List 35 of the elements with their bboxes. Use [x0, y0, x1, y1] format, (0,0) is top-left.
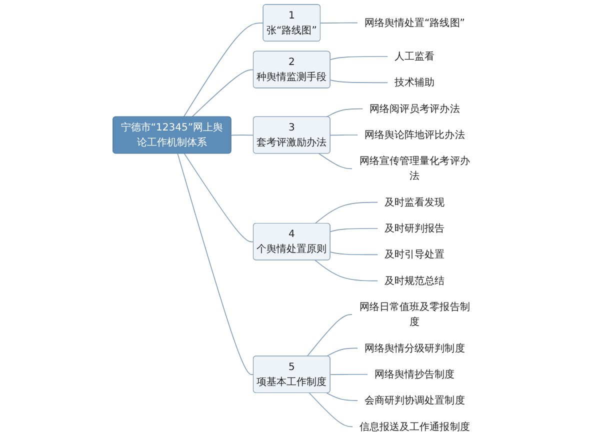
connector — [192, 69, 254, 118]
connector — [330, 80, 388, 84]
connector — [330, 252, 378, 256]
connector — [306, 314, 353, 357]
connector — [177, 153, 254, 376]
node-text: 技术辅助 — [394, 76, 435, 89]
connector — [326, 108, 364, 118]
connector — [184, 153, 254, 242]
connector — [330, 374, 368, 376]
node-text: 网络日常值班及零报告制度 — [360, 301, 470, 328]
connector — [308, 392, 354, 428]
node-text: 及时引导处置 — [384, 248, 445, 261]
connector — [330, 228, 378, 232]
node-text: 及时研判报告 — [384, 222, 445, 234]
node-text: 信息报送及工作通报制度 — [360, 420, 470, 433]
node-text: 网络宣传管理量化考评办法 — [360, 155, 470, 182]
node-text: 网络舆情处置“路线图” — [364, 16, 465, 29]
node-text: 网络舆情抄告制度 — [374, 368, 455, 380]
connector — [314, 260, 378, 282]
connector — [320, 22, 358, 24]
connector — [330, 134, 358, 136]
node-text: 网络阅评员考评办法 — [370, 102, 460, 115]
connector — [314, 202, 378, 224]
node-text: 网络舆情分级研判制度 — [364, 342, 465, 354]
node-text: 网络舆论阵地评比办法 — [364, 129, 465, 141]
connector — [183, 22, 264, 118]
node-text: 及时监看发现 — [384, 196, 445, 208]
node-text: 会商研判协调处置制度 — [364, 394, 465, 406]
connector — [330, 56, 388, 60]
connector — [326, 392, 358, 401]
connector — [230, 134, 254, 136]
node-text: 及时规范总结 — [384, 274, 445, 287]
node-text: 人工监看 — [394, 50, 435, 62]
connector — [318, 153, 353, 170]
connector — [326, 348, 358, 357]
